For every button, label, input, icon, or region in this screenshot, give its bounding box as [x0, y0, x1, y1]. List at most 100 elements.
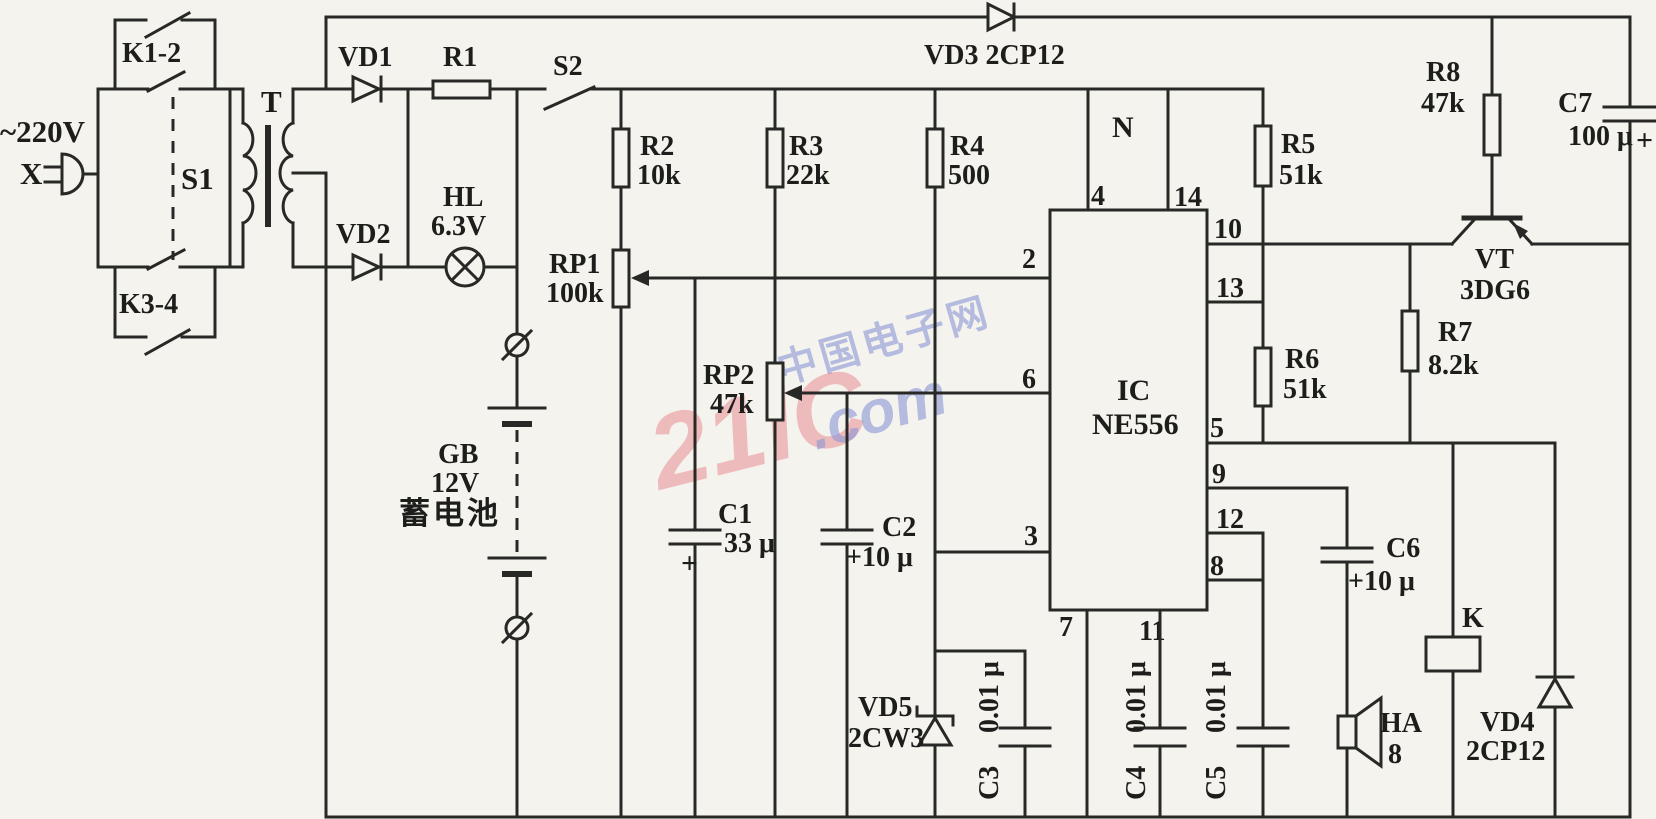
- r8-label: R8: [1426, 57, 1460, 88]
- c3-plates: [998, 726, 1052, 748]
- c1-capacitor: C1 33 μ +: [668, 276, 775, 819]
- primary-coil: [241, 121, 258, 225]
- r2-body: [611, 127, 631, 189]
- c2-capacitor: C2 +10 μ: [820, 391, 916, 819]
- k12-loop-wire: [113, 18, 217, 91]
- r3-body: [765, 127, 785, 189]
- c1-value: 33 μ: [724, 528, 775, 559]
- ic-pin12-label: 12: [1216, 504, 1244, 535]
- r8-value: 47k: [1421, 88, 1465, 119]
- rp2-wiper-arrow-icon: [784, 385, 802, 401]
- ic-ne556: N IC NE556 4 14 2 6 3 7 11 10 13 5 9 12 …: [1022, 87, 1244, 647]
- s1-label: S1: [181, 161, 214, 196]
- c5-capacitor: 0.01 μ C5: [1201, 531, 1290, 819]
- n-block-label: N: [1112, 111, 1134, 144]
- plug-label: X: [20, 156, 43, 191]
- r2-rp1-chain: R2 10k RP1 100k: [546, 87, 681, 819]
- vd2-diode: VD2: [336, 87, 519, 282]
- hl-value: 6.3V: [431, 211, 486, 242]
- pin6-wire-group: [784, 385, 1052, 401]
- s2-label: S2: [553, 51, 583, 82]
- pin2-wire-group: [631, 270, 1052, 286]
- battery-name: GB: [438, 439, 478, 470]
- battery-kind: 蓄电池: [399, 496, 501, 531]
- k12-label: K1-2: [122, 38, 181, 69]
- speaker-value: 8: [1388, 739, 1402, 770]
- c7-label: C7: [1558, 88, 1592, 119]
- r7-value: 8.2k: [1428, 350, 1479, 381]
- rp1-value: 100k: [546, 278, 604, 309]
- r5-label: R5: [1281, 129, 1315, 160]
- hl-lamp: HL 6.3V: [431, 182, 486, 288]
- k34-contact: K3-4: [113, 265, 217, 357]
- c5-value: 0.01 μ: [1201, 661, 1232, 733]
- c7-value: 100 μ: [1568, 121, 1633, 152]
- vt-emitter-arrow-icon: [1513, 223, 1528, 239]
- c7-plus: +: [1636, 124, 1653, 157]
- ic-pin8-label: 8: [1210, 551, 1224, 582]
- r3-label: R3: [789, 131, 823, 162]
- vt-part: 3DG6: [1460, 275, 1530, 306]
- r2-label: R2: [640, 131, 674, 162]
- rp1-body: [611, 248, 631, 309]
- connector-top-slash: [500, 328, 534, 362]
- s1-box-edges: [96, 87, 232, 269]
- k-label: K: [1462, 603, 1484, 634]
- s2-lever: [543, 85, 596, 111]
- ic-box: [1048, 208, 1209, 612]
- secondary-leads: [291, 87, 355, 269]
- k-relay: K: [1424, 441, 1484, 819]
- rp1-label: RP1: [549, 249, 600, 280]
- mains-voltage-label: ~220V: [0, 114, 86, 149]
- c1-plates: [668, 528, 722, 546]
- r5-r6-chain: R5 51k R6 51k: [1205, 87, 1557, 445]
- primary-leads: [228, 87, 245, 269]
- vd3-diode-icon: [986, 1, 1018, 33]
- c6-label: C6: [1386, 533, 1420, 564]
- ic-pin6-label: 6: [1022, 364, 1036, 395]
- s1-switch: S1: [96, 69, 232, 272]
- vd1-label: VD1: [338, 42, 392, 73]
- k12-contact: K1-2: [113, 10, 217, 91]
- rp2-body: [765, 361, 785, 422]
- r4-label: R4: [950, 131, 984, 162]
- s1-levers: [145, 69, 187, 272]
- c2-label: C2: [882, 512, 916, 543]
- vt-transistor: VT 3DG6: [1449, 215, 1632, 306]
- rp1-wiper-arrow-icon: [631, 270, 649, 286]
- r7-label: R7: [1438, 317, 1472, 348]
- r6-body: [1253, 346, 1273, 408]
- s1-box-sides: [96, 87, 232, 269]
- hl-label: HL: [443, 182, 483, 213]
- power-rails: [291, 15, 1632, 819]
- c2-plates: [820, 528, 874, 546]
- pin9-c6-wires: [1205, 486, 1349, 819]
- ic-name: IC: [1117, 374, 1150, 407]
- vd3-diode: VD3 2CP12: [924, 1, 1065, 71]
- c6-speaker-branch: C6 +10 μ HA 8: [1205, 486, 1423, 819]
- ic-pin3-label: 3: [1024, 521, 1038, 552]
- vd5-label: VD5: [858, 692, 912, 723]
- ic-pin7-label: 7: [1059, 612, 1073, 643]
- r1-resistor: R1: [431, 42, 492, 100]
- plug-icon: [60, 152, 85, 196]
- connector-bottom-slash: [500, 611, 534, 645]
- r3-rp2-chain: R3 22k RP2 47k: [703, 87, 830, 819]
- vt-label: VT: [1475, 244, 1514, 275]
- vd2-label: VD2: [336, 219, 390, 250]
- speaker-label: HA: [1380, 708, 1423, 739]
- vd4-part: 2CP12: [1466, 736, 1545, 767]
- plug-prongs: [43, 165, 64, 184]
- c5-plates: [1236, 726, 1290, 748]
- c4-label: C4: [1121, 766, 1152, 800]
- watermark: 中国电子网 21IC .com: [636, 290, 996, 513]
- c7-capacitor: C7 100 μ +: [1558, 88, 1656, 157]
- c5-label: C5: [1201, 766, 1232, 800]
- k12-lever: [143, 10, 192, 40]
- lamp-cross: [449, 251, 481, 283]
- r3-value: 22k: [786, 160, 830, 191]
- r6-label: R6: [1285, 344, 1319, 375]
- r1-body: [431, 79, 492, 100]
- vd3-label: VD3 2CP12: [924, 40, 1065, 71]
